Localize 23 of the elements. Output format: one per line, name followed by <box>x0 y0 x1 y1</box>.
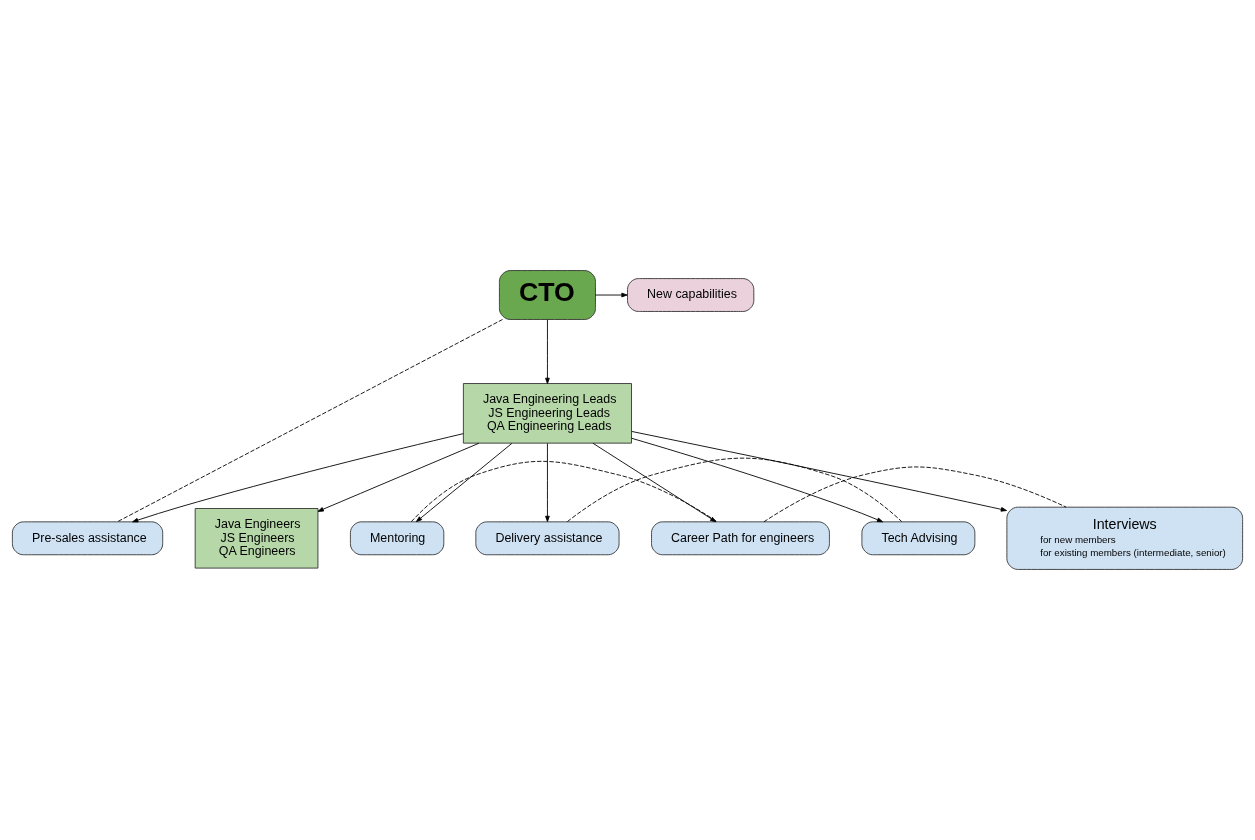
arrow <box>317 442 480 512</box>
arrow <box>631 437 884 523</box>
node-box: Delivery assistance <box>475 521 620 556</box>
arrow <box>415 442 513 523</box>
node-box: Java Engineers JS Engineers QA Engineers <box>194 508 319 569</box>
connector <box>763 466 1067 523</box>
arrow <box>631 431 1007 512</box>
connector <box>566 457 903 523</box>
arrow <box>592 442 717 523</box>
arrow <box>132 433 464 523</box>
node-box: Mentoring <box>349 521 445 556</box>
connector <box>116 319 503 523</box>
node-box: Career Path for engineers <box>651 521 830 556</box>
connector <box>410 461 718 523</box>
node-box: Pre-sales assistance <box>11 521 164 556</box>
arrow <box>545 319 550 384</box>
node-box: Java Engineering Leads JS Engineering Leads QA Engineering Leads <box>462 383 632 444</box>
arrow <box>545 442 550 523</box>
node-box: Tech Advising <box>861 521 976 556</box>
arrow <box>595 292 628 298</box>
node-box: New capabilities <box>627 278 755 312</box>
node-box: Interviews for new members for existing members (intermediate, senior) <box>1006 506 1244 570</box>
node-box: CTO <box>498 270 596 320</box>
